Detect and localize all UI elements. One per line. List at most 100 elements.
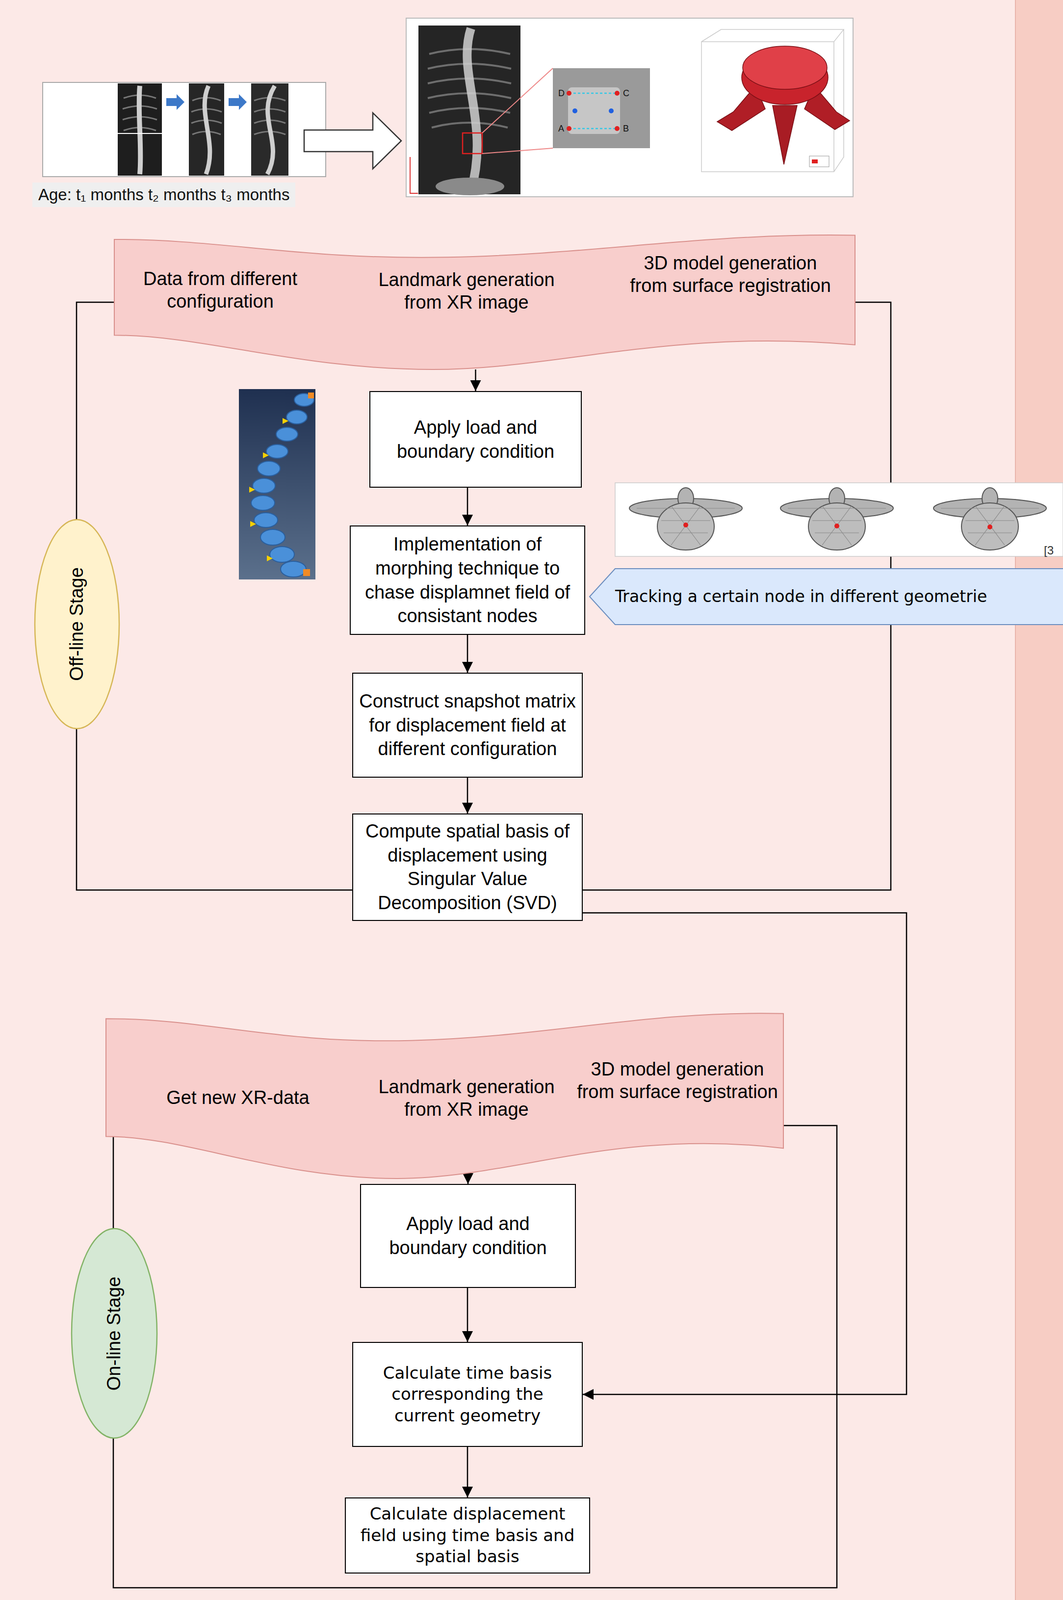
shape-text: 3D model generation from surface registr… — [574, 1058, 781, 1103]
vertebra-part — [772, 105, 798, 165]
load-arrows — [249, 417, 289, 562]
vertebra-mesh — [780, 487, 894, 550]
vertebra-view — [568, 87, 621, 134]
image-panel — [406, 18, 854, 197]
xray-image — [418, 25, 521, 195]
fe-vertebra — [276, 427, 298, 441]
box-text: Calculate time basis corresponding the c… — [359, 1362, 576, 1427]
spine-line — [204, 85, 210, 175]
landmark-letter: D — [558, 88, 565, 99]
age-caption: Age: t₁ months t₂ months t₃ months — [32, 182, 296, 208]
text-slot: Data from different configuration — [122, 267, 319, 313]
xray-image — [188, 83, 225, 176]
shape-text: Tracking a certain node in different geo… — [615, 586, 987, 607]
landmark-dot — [566, 90, 572, 96]
box-text: Calculate displacement field using time … — [351, 1503, 584, 1568]
flow-connector — [466, 1287, 469, 1342]
landmark-dot — [608, 108, 614, 114]
axis-mark — [410, 156, 418, 194]
pelvis-shape — [435, 177, 505, 196]
input-banner: Get new XR-data Landmark generation from … — [105, 1010, 784, 1179]
box-text: Implementation of morphing technique to … — [356, 532, 579, 628]
shape-text: Landmark generation from XR image — [363, 268, 570, 314]
shape-text: Landmark generation from XR image — [363, 1075, 570, 1121]
box-text: Compute spatial basis of displacement us… — [359, 819, 576, 915]
xray-image — [188, 83, 225, 176]
label-text: C — [622, 88, 630, 99]
load-arrow — [249, 486, 256, 493]
text-slot: Off-line Stage — [65, 567, 89, 681]
image-panel — [615, 482, 1063, 557]
process-box: Compute spatial basis of displacement us… — [352, 813, 583, 921]
fe-model — [238, 388, 316, 580]
ellipse-shape — [71, 1228, 157, 1438]
input-banner: Data from different configuration Landmar… — [114, 232, 856, 370]
fe-vertebra — [257, 461, 281, 476]
text-slot: Tracking a certain node in different geo… — [615, 586, 987, 607]
box-text: Apply load and boundary condition — [376, 415, 575, 464]
xray-image — [117, 83, 162, 176]
landmark-letter: B — [622, 123, 629, 134]
fe-vertebra — [260, 529, 286, 545]
banner-shape — [105, 1012, 784, 1179]
spine-line — [139, 85, 141, 175]
stage-frame — [113, 1125, 837, 1588]
text-slot: Landmark generation from XR image — [363, 268, 570, 314]
landmark-letter: C — [622, 88, 630, 99]
fe-vertebrae — [251, 393, 314, 577]
load-arrow — [266, 555, 273, 562]
text-slot: 3D model generation from surface registr… — [627, 252, 834, 297]
process-box: Calculate time basis corresponding the c… — [352, 1341, 583, 1447]
banner-shape — [114, 234, 856, 370]
zoom-view — [552, 68, 650, 149]
label-text: Age: t₁ months t₂ months t₃ months — [38, 185, 290, 205]
boundary-mark — [308, 392, 314, 399]
fe-vertebra — [254, 512, 278, 528]
flow-connector — [466, 777, 469, 814]
shape-text: Off-line Stage — [65, 567, 89, 681]
flow-arrow — [304, 112, 402, 169]
side-strip — [1015, 0, 1063, 1600]
shape-text: Get new XR-data — [144, 1086, 332, 1110]
text-slot: On-line Stage — [103, 1275, 126, 1390]
landmark-dot — [572, 108, 578, 114]
xray-image — [117, 83, 162, 176]
process-box: Apply load and boundary condition — [369, 390, 582, 488]
flow-connector — [466, 634, 469, 673]
flow-connector — [582, 912, 907, 1395]
step-arrow — [166, 94, 185, 110]
shape-text: 3D model generation from surface registr… — [627, 252, 834, 297]
tracked-node — [987, 524, 993, 530]
step-arrow — [228, 94, 247, 110]
vertebra-mesh — [629, 487, 743, 550]
process-box: Calculate displacement field using time … — [344, 1497, 591, 1574]
box-text: Construct snapshot matrix for displaceme… — [359, 689, 576, 761]
stage-ellipse: On-line Stage — [70, 1227, 158, 1439]
fe-vertebra — [269, 546, 295, 563]
plot-legend — [809, 155, 830, 167]
shape-text: On-line Stage — [103, 1275, 126, 1390]
label-text: A — [558, 123, 565, 134]
tracked-node — [834, 523, 840, 529]
landmark-line — [569, 93, 618, 129]
plot-legend-swatch — [811, 159, 818, 164]
landmark-dot — [614, 90, 620, 96]
arrow-shape — [589, 568, 1063, 625]
flow-connector — [467, 1178, 469, 1184]
spine-line — [267, 85, 275, 175]
load-arrow — [262, 452, 269, 459]
zoom-leader — [482, 68, 553, 154]
tracked-node — [683, 522, 689, 528]
xray-image — [251, 83, 289, 176]
landmark-dot — [566, 126, 572, 131]
fe-vertebra — [251, 495, 275, 511]
landmark-letter: A — [558, 123, 565, 134]
text-slot: Get new XR-data — [144, 1086, 332, 1110]
flow-connector — [466, 1446, 469, 1498]
mark-line — [117, 132, 162, 134]
fe-vertebra — [252, 478, 276, 493]
load-arrow — [250, 520, 257, 527]
process-box: Construct snapshot matrix for displaceme… — [352, 672, 583, 778]
fe-vertebra — [280, 561, 307, 577]
label-text: D — [558, 88, 565, 99]
